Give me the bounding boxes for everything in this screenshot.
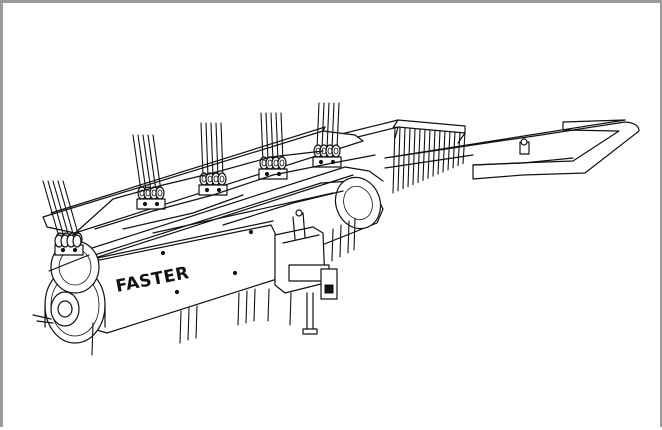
tine bbox=[205, 122, 209, 178]
linkage-rods bbox=[72, 150, 376, 236]
tine bbox=[326, 102, 330, 150]
spring-coil bbox=[217, 172, 227, 186]
comb-tine bbox=[417, 128, 421, 184]
comb-tine bbox=[432, 129, 436, 177]
tine-arms bbox=[42, 102, 342, 256]
tine bbox=[280, 112, 284, 162]
comb-tine bbox=[442, 130, 446, 173]
comb-tine bbox=[392, 126, 396, 194]
tine bbox=[132, 134, 142, 192]
bolt bbox=[60, 247, 66, 253]
comb-tine bbox=[402, 127, 406, 190]
tine bbox=[57, 180, 75, 238]
lower-tine bbox=[331, 228, 334, 262]
spring-coil bbox=[155, 186, 165, 200]
tine bbox=[260, 112, 264, 162]
lower-tine bbox=[253, 288, 256, 322]
front-hub bbox=[32, 240, 106, 344]
tine bbox=[210, 122, 214, 178]
lower-tine bbox=[347, 220, 350, 254]
bolt bbox=[142, 201, 148, 207]
bolt bbox=[318, 159, 324, 165]
tine bbox=[142, 134, 152, 192]
tine bbox=[52, 180, 70, 238]
tine bbox=[152, 134, 162, 192]
lower-tine bbox=[267, 288, 270, 322]
tine bbox=[42, 180, 60, 238]
bolt bbox=[216, 187, 222, 193]
comb-tine bbox=[452, 131, 456, 169]
bolt bbox=[72, 247, 78, 253]
comb-tine bbox=[397, 126, 401, 192]
bolt bbox=[204, 187, 210, 193]
arm-bracket bbox=[198, 184, 228, 196]
arm-bracket bbox=[136, 198, 166, 210]
lower-tine bbox=[187, 307, 190, 341]
bolt bbox=[264, 171, 270, 177]
tine bbox=[147, 134, 157, 192]
tine bbox=[331, 102, 335, 150]
tine bbox=[62, 180, 80, 238]
spring-coil bbox=[72, 234, 82, 248]
comb-tine bbox=[427, 129, 431, 179]
lower-tine bbox=[237, 292, 240, 326]
bolt bbox=[154, 201, 160, 207]
comb-tine bbox=[447, 130, 451, 171]
tine bbox=[336, 102, 340, 150]
tine bbox=[321, 102, 325, 150]
tine bbox=[316, 102, 320, 150]
comb-tine bbox=[422, 128, 426, 181]
spring-coil-inner bbox=[279, 159, 285, 167]
spring-coil bbox=[277, 156, 287, 170]
comb-tines bbox=[392, 126, 466, 194]
tine bbox=[215, 122, 219, 178]
comb-tine bbox=[457, 131, 461, 167]
lower-tine bbox=[179, 310, 182, 344]
tine bbox=[265, 112, 269, 162]
lower-tine bbox=[245, 290, 248, 324]
gearbox-support bbox=[274, 209, 338, 335]
lower-tine bbox=[353, 217, 356, 251]
side-plate: FASTER bbox=[74, 192, 334, 334]
comb-tine bbox=[462, 132, 466, 165]
lower-tines bbox=[91, 217, 356, 356]
tine bbox=[220, 122, 224, 178]
spring-coil-inner bbox=[219, 175, 225, 183]
comb-tine bbox=[412, 128, 416, 186]
tine-arm bbox=[198, 122, 228, 196]
spring-coil-inner bbox=[333, 147, 339, 155]
tine bbox=[270, 112, 274, 162]
tine bbox=[47, 180, 65, 238]
lower-tine bbox=[339, 224, 342, 258]
tine bbox=[200, 122, 204, 178]
spring-coil bbox=[331, 144, 341, 158]
tine-arm bbox=[312, 102, 342, 168]
lower-tine bbox=[289, 292, 292, 326]
rake-illustration: FASTER bbox=[32, 102, 640, 356]
spring-coil-inner bbox=[157, 189, 163, 197]
lower-tine bbox=[195, 305, 198, 339]
tine bbox=[275, 112, 279, 162]
comb-tine bbox=[437, 130, 441, 175]
tine-arm bbox=[258, 112, 288, 180]
arm-bracket bbox=[258, 168, 288, 180]
comb-tine bbox=[407, 127, 411, 188]
tine bbox=[137, 134, 147, 192]
lower-tine bbox=[91, 322, 94, 356]
